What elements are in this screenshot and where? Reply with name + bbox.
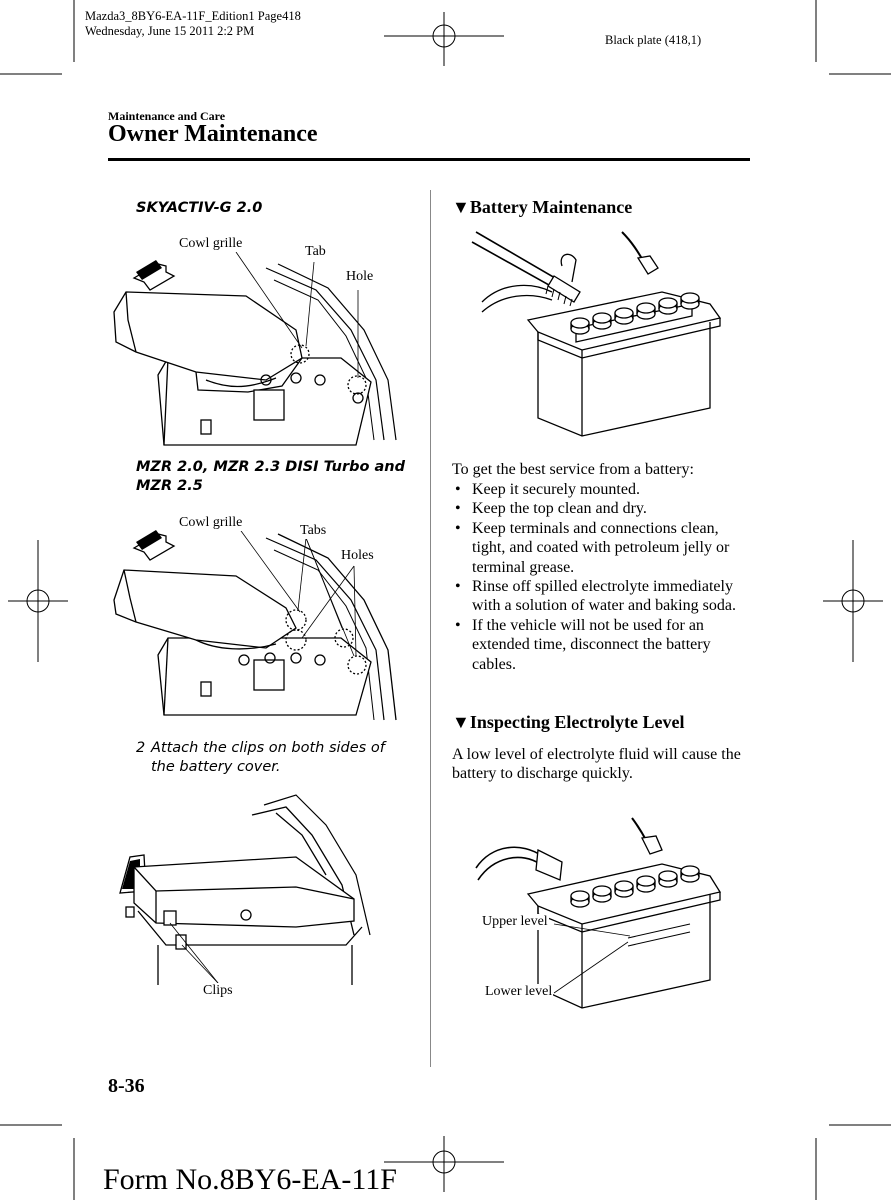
label-clips: Clips	[202, 983, 234, 999]
down-triangle-icon: ▼	[452, 712, 470, 732]
label-holes: Holes	[340, 548, 375, 564]
label-tabs: Tabs	[299, 523, 328, 539]
label-lower-level: Lower level	[484, 984, 554, 1000]
registration-mark-icon	[8, 571, 68, 631]
list-item: Keep it securely mounted.	[452, 480, 748, 500]
title-rule	[108, 158, 750, 161]
battery-tips-list: Keep it securely mounted. Keep the top c…	[452, 480, 748, 674]
down-triangle-icon: ▼	[452, 197, 470, 217]
electrolyte-heading-text: Inspecting Electrolyte Level	[469, 712, 685, 732]
battery-cleaning-figure	[471, 231, 722, 437]
label-cowl-grille-2: Cowl grille	[178, 515, 244, 531]
battery-maintenance-heading: ▼Battery Maintenance	[452, 197, 632, 218]
step-text: Attach the clips on both sides of the ba…	[151, 739, 411, 777]
figure1-caption: SKYACTIV-G 2.0	[136, 200, 263, 216]
document-info-line1: Mazda3_8BY6-EA-11F_Edition1 Page418	[85, 9, 301, 23]
registration-mark-icon	[384, 1136, 504, 1192]
list-item: Rinse off spilled electrolyte immediatel…	[452, 577, 748, 616]
label-cowl-grille: Cowl grille	[178, 236, 244, 252]
list-item: If the vehicle will not be used for an e…	[452, 616, 748, 674]
plate-label: Black plate (418,1)	[605, 33, 702, 47]
registration-mark-icon	[384, 12, 504, 66]
battery-maintenance-heading-text: Battery Maintenance	[469, 197, 633, 217]
document-info: Mazda3_8BY6-EA-11F_Edition1 Page418 Wedn…	[85, 9, 301, 39]
battery-cover-figure-skyactiv	[113, 251, 397, 446]
registration-mark-icon	[823, 571, 883, 631]
column-divider	[430, 190, 431, 1067]
electrolyte-text: A low level of electrolyte fluid will ca…	[452, 746, 741, 783]
section-label: Maintenance and Care	[108, 109, 226, 123]
electrolyte-heading: ▼Inspecting Electrolyte Level	[452, 712, 684, 733]
step-text-line2: the battery cover.	[151, 759, 281, 775]
battery-cover-clips-figure	[119, 794, 371, 985]
battery-cover-figure-mzr	[113, 523, 397, 721]
figure2-caption: MZR 2.0, MZR 2.3 DISI Turbo and MZR 2.5	[136, 458, 406, 496]
electrolyte-level-figure	[475, 817, 722, 1009]
step-number: 2	[136, 740, 146, 756]
step-text-line1: Attach the clips on both sides of	[151, 740, 385, 756]
list-item: Keep terminals and connections clean, ti…	[452, 519, 748, 577]
page-number: 8-36	[108, 1075, 145, 1097]
form-number: Form No.8BY6-EA-11F	[103, 1163, 397, 1196]
list-item: Keep the top clean and dry.	[452, 499, 748, 519]
page-title: Owner Maintenance	[108, 121, 318, 147]
label-upper-level: Upper level	[481, 914, 549, 930]
label-hole: Hole	[345, 269, 375, 285]
figure2-caption-line2: MZR 2.5	[136, 478, 203, 494]
figure2-caption-line1: MZR 2.0, MZR 2.3 DISI Turbo and	[136, 459, 405, 475]
battery-intro-text: To get the best service from a battery:	[452, 461, 694, 478]
label-tab: Tab	[304, 244, 327, 260]
document-info-line2: Wednesday, June 15 2011 2:2 PM	[85, 24, 255, 38]
